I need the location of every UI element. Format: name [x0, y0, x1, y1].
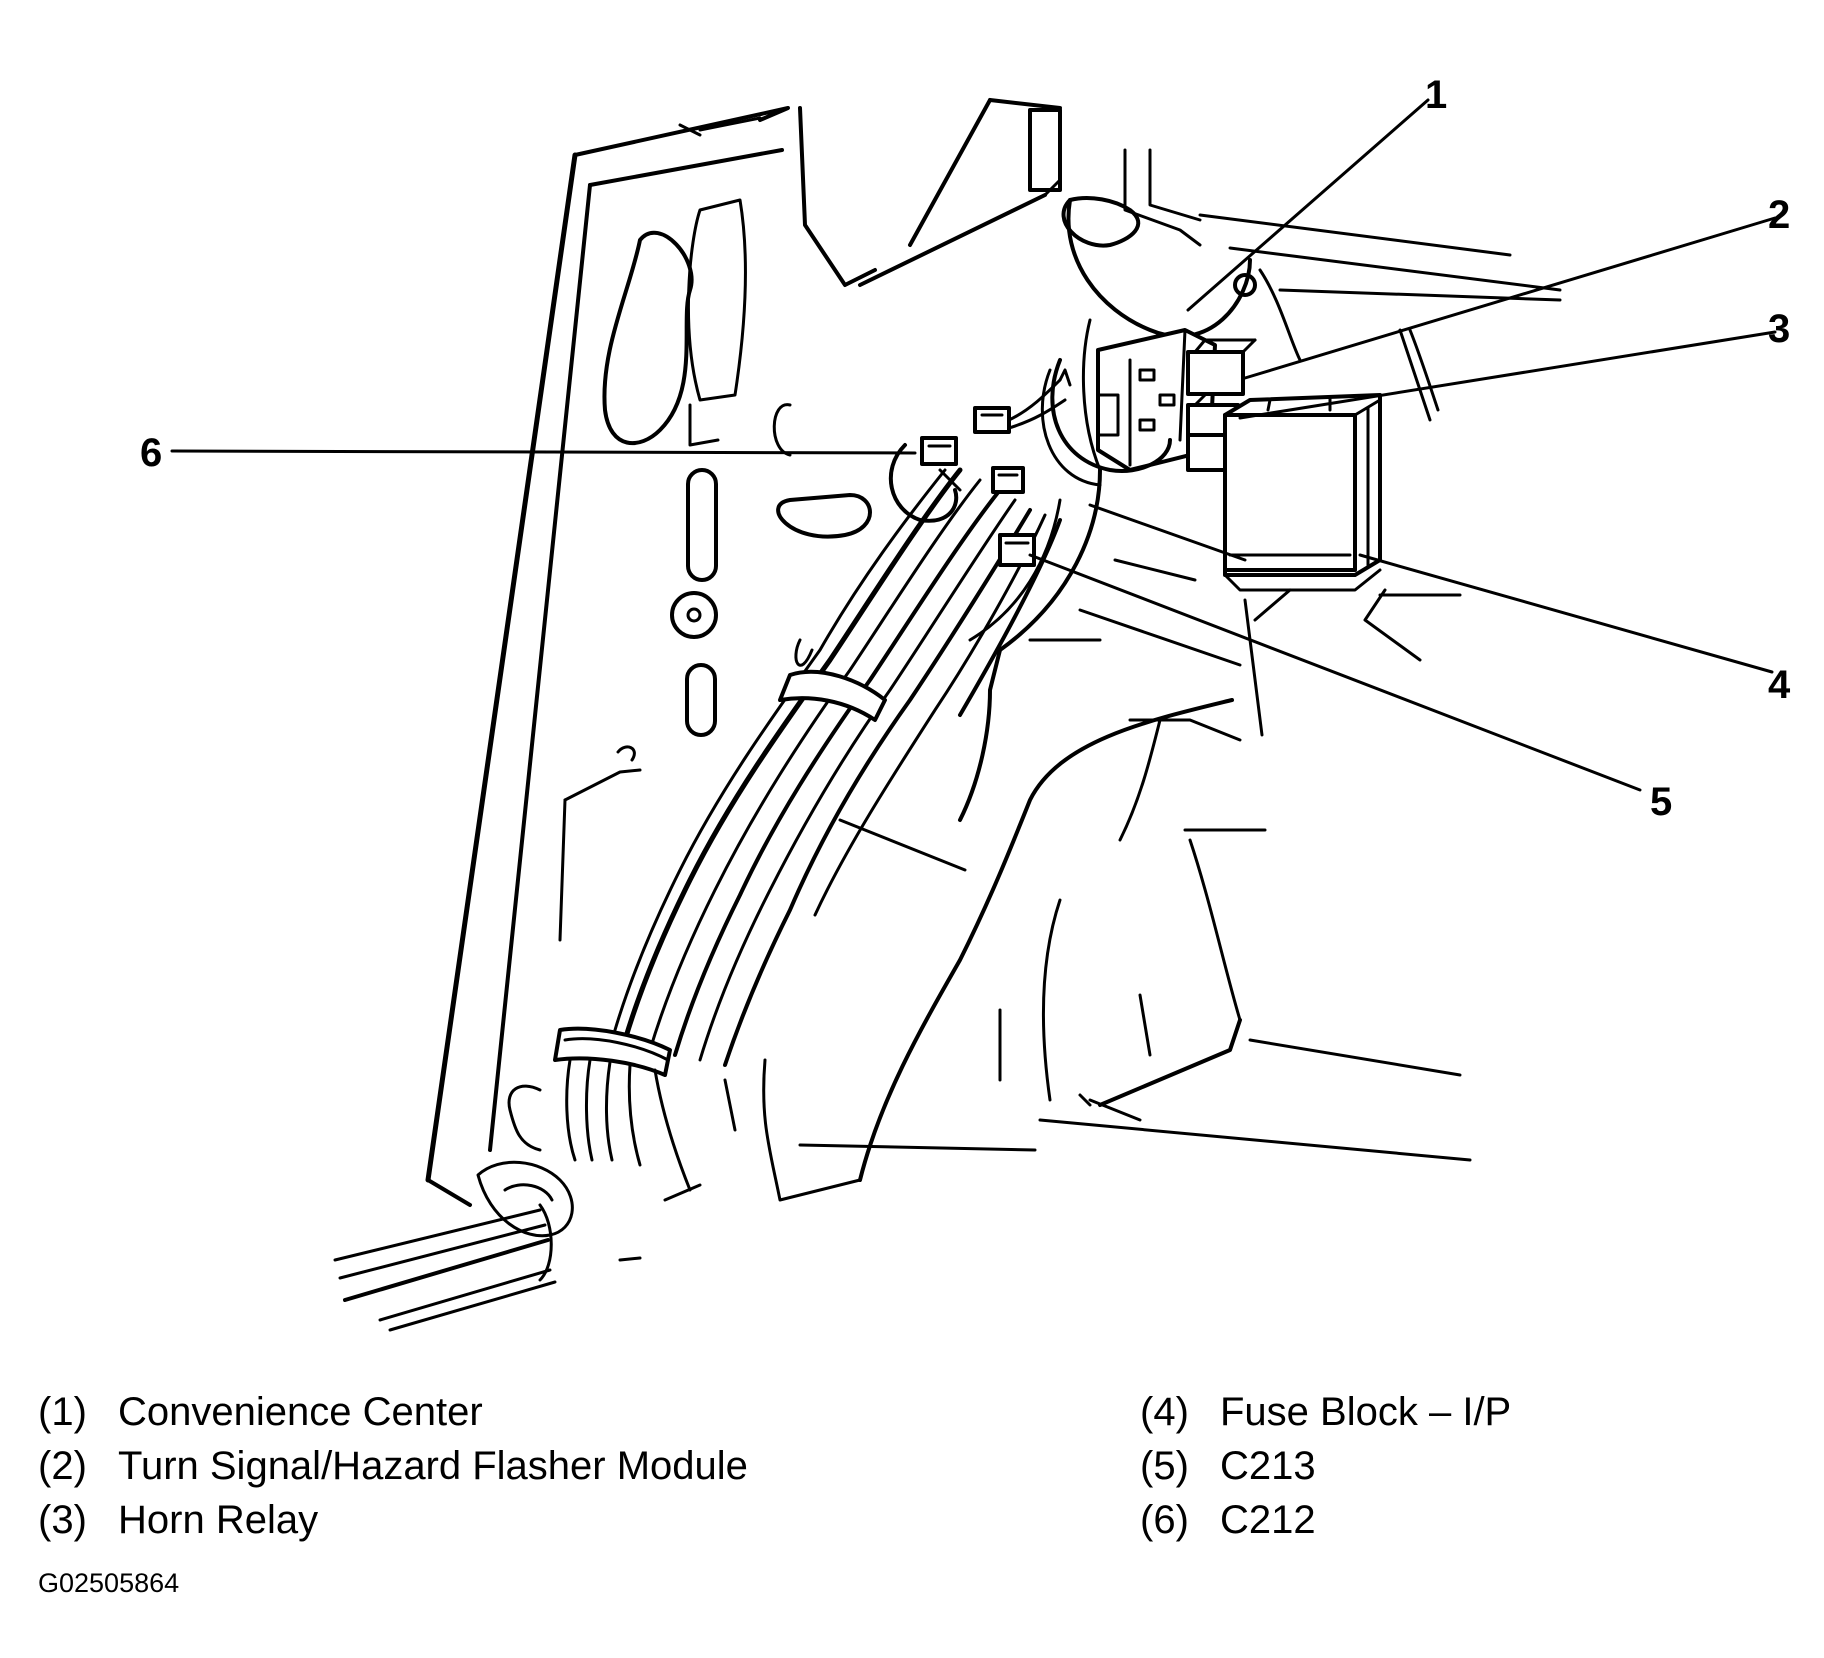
- lower-structure: [723, 503, 1472, 1202]
- legend-number: (6): [1140, 1498, 1189, 1542]
- connectors: [888, 368, 1072, 567]
- legend-item-fuse-block: (4) Fuse Block – I/P: [1140, 1385, 1511, 1439]
- legend-item-flasher-module: (2) Turn Signal/Hazard Flasher Module: [38, 1439, 748, 1493]
- callout-3: 3: [1768, 307, 1790, 351]
- side-panel: [425, 106, 872, 1207]
- legend-item-c212: (6) C212: [1140, 1493, 1511, 1547]
- legend-label: C212: [1220, 1498, 1316, 1542]
- callout-2: 2: [1768, 193, 1790, 237]
- legend-label: Turn Signal/Hazard Flasher Module: [118, 1444, 748, 1488]
- callout-leaders: [170, 98, 1777, 792]
- legend-right: (4) Fuse Block – I/P (5) C213 (6) C212: [1140, 1385, 1511, 1547]
- legend-label: Convenience Center: [118, 1390, 483, 1434]
- mounting-bracket: [968, 196, 1302, 652]
- callout-6: 6: [140, 431, 162, 475]
- legend-item-convenience-center: (1) Convenience Center: [38, 1385, 748, 1439]
- legend-number: (3): [38, 1498, 87, 1542]
- wiring-harness: [333, 467, 1062, 1332]
- legend-left: (1) Convenience Center (2) Turn Signal/H…: [38, 1385, 748, 1547]
- legend-number: (5): [1140, 1444, 1189, 1488]
- figure-code: G02505864: [38, 1568, 180, 1598]
- legend-number: (1): [38, 1390, 87, 1434]
- fuse-block: [1223, 393, 1382, 592]
- legend-item-c213: (5) C213: [1140, 1439, 1511, 1493]
- callout-4: 4: [1768, 663, 1791, 707]
- callout-1: 1: [1425, 73, 1447, 117]
- legend-label: C213: [1220, 1444, 1316, 1488]
- callout-5: 5: [1650, 780, 1672, 824]
- legend-label: Fuse Block – I/P: [1220, 1390, 1512, 1434]
- legend-number: (4): [1140, 1390, 1189, 1434]
- legend-item-horn-relay: (3) Horn Relay: [38, 1493, 748, 1547]
- legend-number: (2): [38, 1444, 87, 1488]
- callout-numbers: 1 2 3 4 5 6: [140, 73, 1791, 824]
- wiring-location-illustration: 1 2 3 4 5 6: [140, 73, 1791, 1332]
- legend-label: Horn Relay: [118, 1498, 319, 1542]
